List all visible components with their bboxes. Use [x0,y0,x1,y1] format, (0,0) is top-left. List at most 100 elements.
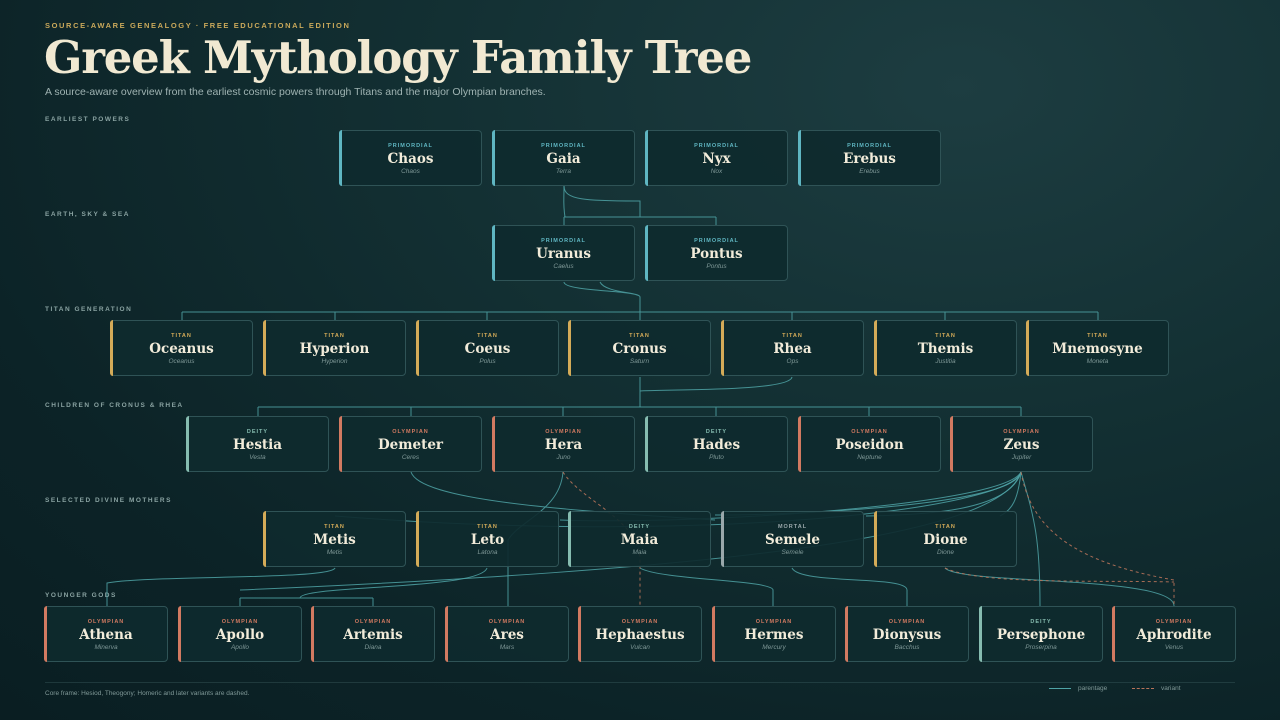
kind-accent-bar [339,416,342,472]
node-kind-label: OLYMPIAN [488,619,526,625]
link-uranus-titans [563,281,641,312]
node-roman-name: Mars [499,644,515,651]
node-kind-label: OLYMPIAN [545,429,582,435]
kind-accent-bar [950,416,953,472]
kind-accent-bar [979,606,982,662]
node-kind-label: TITAN [629,333,650,339]
kind-accent-bar [798,416,801,472]
kind-accent-bar [445,606,448,662]
node-roman-name: Erebus [859,168,880,175]
section-label-earliest-powers: EARLIEST POWERS [45,116,131,123]
node-name: Leto [470,532,505,548]
node-name: Chaos [387,151,434,167]
link-zeus-persephone [1020,471,1041,607]
node-roman-name: Saturn [629,358,650,365]
link-metis-athena [106,567,336,606]
node-kind-label: OLYMPIAN [87,619,125,625]
node-name: Demeter [377,437,444,453]
node-name: Mnemosyne [1052,341,1143,357]
link-gaia-bus [563,185,717,225]
link-gaia-offspring [563,185,566,218]
node-roman-name: Latona [477,549,498,556]
link-maia-hermes [639,567,774,606]
node-name: Uranus [536,246,591,262]
kind-accent-bar [874,511,877,567]
node-kind-label: TITAN [477,333,498,339]
kind-accent-bar [416,511,419,567]
node-kind-label: TITAN [782,333,803,339]
node-roman-name: Jupiter [1011,454,1032,461]
node-kind-label: TITAN [935,524,956,530]
node-roman-name: Chaos [401,168,420,175]
section-label-younger-gods: YOUNGER GODS [45,592,117,599]
node-kind-label: TITAN [477,524,498,530]
kind-accent-bar [492,130,495,186]
section-label-titan-generation: TITAN GENERATION [45,306,133,313]
node-name: Hephaestus [595,627,685,643]
kind-accent-bar [1112,606,1115,662]
kind-accent-bar [798,130,801,186]
page-subtitle: A source-aware overview from the earlies… [45,86,546,98]
node-roman-name: Minerva [94,644,118,651]
node-name: Metis [313,532,356,548]
node-name: Zeus [1003,437,1040,453]
node-name: Rhea [773,341,812,357]
node-roman-name: Proserpina [1025,644,1057,651]
node-kind-label: PRIMORDIAL [694,143,739,149]
kind-accent-bar [712,606,715,662]
node-name: Ares [490,627,524,643]
node-kind-label: OLYMPIAN [392,429,429,435]
node-roman-name: Moneta [1086,358,1109,365]
node-roman-name: Vesta [249,454,266,461]
node-kind-label: PRIMORDIAL [541,143,586,149]
kind-accent-bar [263,320,266,376]
node-roman-name: Ceres [401,454,420,461]
node-kind-label: PRIMORDIAL [541,238,586,244]
legend-parentage: parentage [1049,685,1107,692]
node-roman-name: Caelus [553,263,574,270]
node-name: Cronus [612,341,667,357]
node-roman-name: Semele [781,549,804,556]
kind-accent-bar [263,511,266,567]
variant-zeus-aphrodite [1020,471,1175,606]
node-name: Hyperion [299,341,370,357]
node-kind-label: OLYMPIAN [851,429,888,435]
link-zeus-semele [865,471,1022,517]
kind-accent-bar [721,320,724,376]
variant-dione-aphrodite [944,567,1175,583]
node-kind-label: PRIMORDIAL [694,238,739,244]
